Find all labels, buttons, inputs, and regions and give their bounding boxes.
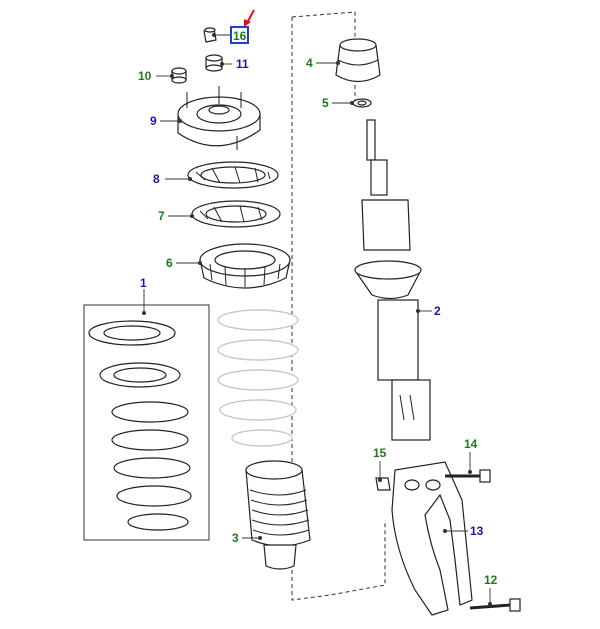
part-3-dust-boot[interactable] [245, 460, 311, 570]
callout-5[interactable]: 5 [322, 96, 329, 110]
part-6-spring-seat[interactable] [199, 243, 291, 289]
part-11-nut[interactable] [205, 54, 223, 72]
callout-2[interactable]: 2 [434, 304, 441, 318]
part-8-bearing-ring[interactable] [187, 161, 279, 189]
callout-4[interactable]: 4 [306, 56, 313, 70]
callout-1[interactable]: 1 [140, 276, 147, 290]
ghost-coil-spring [217, 309, 299, 447]
callout-12[interactable]: 12 [484, 573, 498, 587]
part-10-nut[interactable] [171, 67, 187, 84]
part-12-bolt[interactable] [469, 598, 521, 612]
part-14-bolt[interactable] [445, 469, 491, 483]
callout-16[interactable]: 16 [233, 29, 247, 43]
part-16-cap[interactable] [203, 27, 217, 43]
callout-10[interactable]: 10 [138, 69, 152, 83]
highlight-box [230, 26, 249, 44]
part-4-bump-stop[interactable] [335, 38, 381, 83]
part-1-spring-kit[interactable] [88, 320, 192, 531]
callout-14[interactable]: 14 [464, 437, 478, 451]
part-9-top-mount[interactable] [177, 86, 261, 150]
part-7-ring[interactable] [191, 200, 281, 228]
callout-8[interactable]: 8 [153, 172, 160, 186]
spring-kit-box [83, 304, 210, 541]
callout-11[interactable]: 11 [236, 57, 249, 71]
callout-15[interactable]: 15 [373, 446, 387, 460]
leader-lines [142, 33, 492, 606]
callout-3[interactable]: 3 [232, 531, 239, 545]
part-5-washer[interactable] [352, 98, 372, 108]
red-pointer-arrow [244, 9, 255, 27]
callout-7[interactable]: 7 [158, 209, 165, 223]
part-13-lower-bracket[interactable] [391, 461, 473, 616]
part-2-damper[interactable] [354, 119, 431, 441]
callout-13[interactable]: 13 [470, 524, 484, 538]
callout-6[interactable]: 6 [166, 256, 173, 270]
callout-9[interactable]: 9 [150, 114, 157, 128]
